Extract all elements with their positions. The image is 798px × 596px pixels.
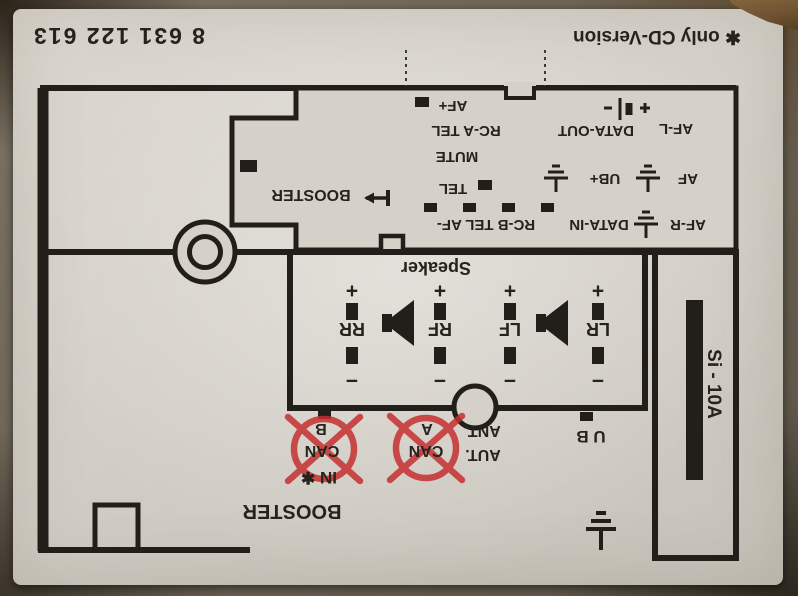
polarity-minus: − [433, 369, 447, 393]
pin-label-tel: TEL [438, 179, 468, 197]
pin-label-af-plus: AF+ [438, 96, 468, 114]
polarity-plus: + [503, 279, 517, 303]
pin-label-af-ground: AF [678, 169, 698, 187]
polarity-plus: + [591, 279, 605, 303]
can-b-label: CAN [304, 441, 340, 459]
ground-icon-large [586, 511, 616, 550]
ub-label: U B [576, 426, 606, 446]
pin-label-data-in: DATA-IN [569, 215, 629, 233]
polarity-plus: + [433, 279, 447, 303]
fuse-box [652, 249, 739, 561]
red-cross-can-a [386, 412, 466, 484]
ground-icon [544, 164, 568, 192]
polarity-plus: + [345, 279, 359, 303]
battery-icon [604, 98, 650, 120]
fuse-bar [686, 300, 703, 480]
pin-label-booster: BOOSTER [271, 185, 351, 203]
polarity-minus: − [345, 369, 359, 393]
channel-rr: RR [339, 318, 365, 339]
dotted-separators [405, 50, 546, 86]
ground-icon [634, 210, 658, 238]
booster-arrow-icon [364, 190, 390, 206]
bottom-left-notch [92, 502, 141, 550]
top-notch-gap [504, 82, 536, 93]
speaker-pin-marks [346, 303, 604, 364]
antenna-label-ant: ANT. [465, 421, 501, 439]
channel-lf: LF [499, 318, 521, 339]
speaker-icon [382, 300, 414, 346]
polarity-minus: − [591, 369, 605, 393]
polarity-minus: − [503, 369, 517, 393]
bottom-notch [378, 233, 406, 250]
channel-lr: LR [586, 318, 610, 339]
connector-outline [229, 82, 739, 255]
part-number: 8 631 122 613 [31, 23, 206, 50]
booster-in-label: BOOSTER [242, 500, 342, 522]
can-a-letter: A [421, 419, 433, 437]
speaker-icon [536, 300, 568, 346]
pin-label-mute: MUTE [435, 147, 479, 165]
pin-label-rca-tel: RC-A TEL [431, 121, 501, 139]
red-cross-can-b [284, 413, 364, 485]
pin-label-data-out: DATA-OUT [557, 121, 635, 139]
pin-label-af-r: AF-R [670, 215, 706, 233]
booster-in-star: IN ✱ [301, 467, 337, 487]
pin-label-af-l: AF-L [658, 119, 694, 137]
pin-label-ub-plus: UB+ [589, 169, 621, 187]
can-a-label: CAN [408, 441, 444, 459]
top-notch [504, 86, 536, 100]
pin-label-rcb-tel-af: RC-B TEL AF- [436, 215, 536, 233]
fuse-rating-label: Si - 10A [703, 349, 724, 419]
channel-rf: RF [428, 318, 452, 339]
cd-version-note: ✱ only CD-Version [573, 25, 741, 47]
ground-icon [636, 164, 660, 192]
can-b-letter: B [315, 419, 327, 437]
antenna-label-aut: AUT. [465, 445, 501, 463]
speaker-section-title: Speaker [400, 257, 472, 278]
